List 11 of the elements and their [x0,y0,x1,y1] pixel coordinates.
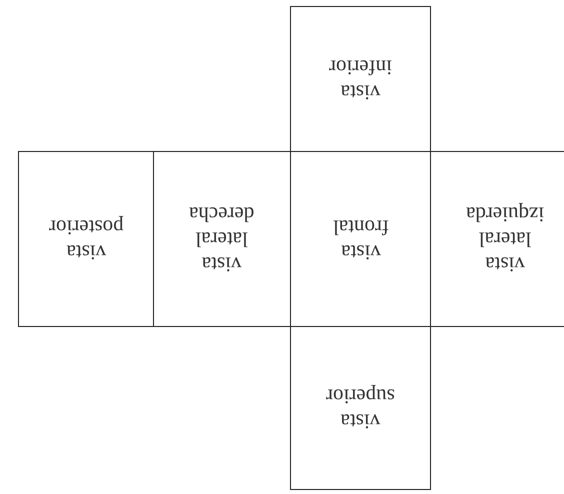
view-label: vista frontal [332,214,388,264]
view-label: vista lateral derecha [189,201,255,277]
view-panel [430,151,564,327]
view-label: vista posterior [48,214,124,264]
view-label: vista superior [326,383,395,434]
view-panel [18,151,154,327]
view-panel [153,151,291,327]
view-label: vista lateral izquierda [466,201,544,277]
view-panel [290,326,431,490]
view-panel [290,6,431,152]
view-label: vista inferior [329,54,392,104]
